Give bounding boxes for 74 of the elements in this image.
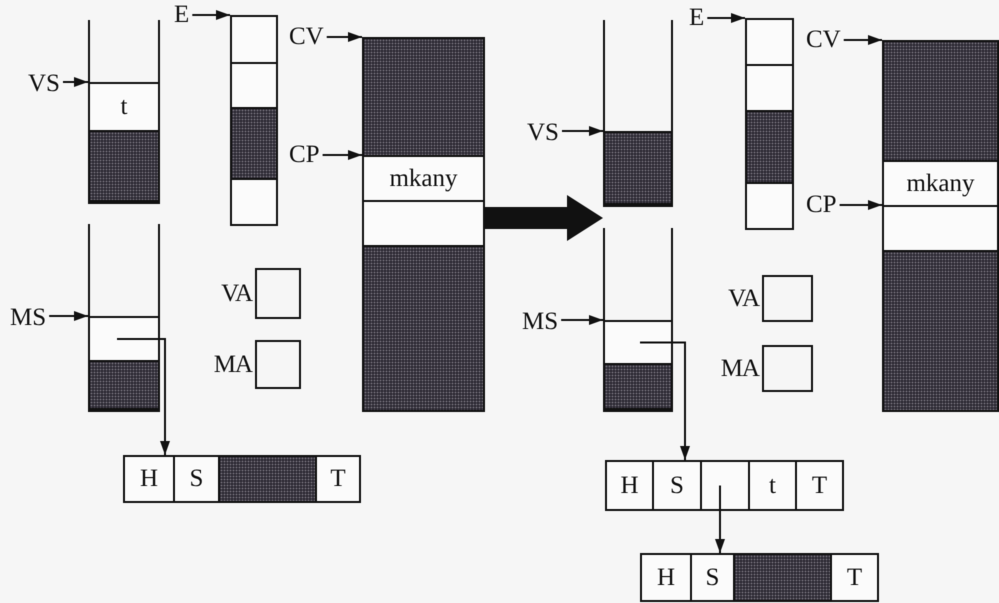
pointer-arrow: [326, 32, 362, 42]
empty-cell: [700, 460, 750, 511]
pointer-arrow: [322, 150, 362, 160]
filled-cell: [230, 107, 278, 180]
labelled-cell: mkany: [362, 155, 485, 202]
environment-stack: [745, 18, 794, 230]
pointer-arrow: [192, 10, 230, 20]
pointer-label: E: [174, 2, 190, 28]
empty-cell: [362, 200, 485, 247]
link-arrow: [117, 338, 170, 455]
code-store: [362, 37, 485, 412]
pointer-label: VS: [527, 120, 559, 146]
pointer-label: CV: [806, 27, 841, 53]
pointer-label: MS: [522, 309, 558, 335]
link-arrow: [640, 342, 690, 460]
labelled-cell: T: [315, 455, 361, 503]
register-label: MA: [214, 352, 252, 378]
filled-cell: [603, 131, 673, 205]
heap-record: [640, 553, 879, 602]
value-stack: [88, 20, 160, 204]
pointer-arrow: [844, 35, 882, 45]
environment-stack: [230, 15, 278, 226]
heap-record: [605, 460, 844, 511]
value-stack: [603, 20, 673, 207]
filled-cell: [218, 455, 317, 503]
transition-arrow: [485, 195, 603, 241]
filled-cell: [603, 363, 673, 410]
filled-cell: [88, 360, 160, 410]
labelled-cell: H: [640, 553, 692, 602]
labelled-cell: H: [123, 455, 175, 503]
pointer-label: E: [689, 5, 704, 31]
empty-cell: [230, 62, 278, 109]
filled-cell: [882, 40, 999, 162]
pointer-label: MS: [10, 305, 46, 331]
pointer-arrow: [561, 315, 603, 325]
filled-cell: [733, 553, 832, 602]
labelled-cell: H: [605, 460, 654, 511]
empty-cell: [882, 205, 999, 252]
labelled-cell: S: [652, 460, 702, 511]
pointer-arrow: [62, 77, 88, 87]
filled-cell: [745, 110, 794, 184]
filled-cell: [88, 130, 160, 202]
pointer-arrow: [707, 13, 745, 23]
labelled-cell: T: [795, 460, 844, 511]
pointer-label: CP: [806, 192, 837, 218]
labelled-cell: mkany: [882, 160, 999, 207]
labelled-cell: t: [88, 82, 160, 132]
filled-cell: [362, 245, 485, 412]
empty-cell: [230, 178, 278, 226]
labelled-cell: t: [748, 460, 797, 511]
link-arrow: [715, 486, 725, 553]
register-label: MA: [720, 356, 759, 382]
labelled-cell: T: [830, 553, 879, 602]
labelled-cell: S: [173, 455, 220, 503]
mark-stack: [88, 224, 160, 412]
filled-cell: [362, 37, 485, 157]
pointer-label: VS: [28, 71, 60, 97]
pointer-label: CV: [289, 24, 324, 50]
pointer-label: CP: [289, 142, 320, 168]
pointer-arrow: [49, 311, 88, 321]
empty-cell: [745, 182, 794, 230]
empty-cell: [745, 64, 794, 112]
register-label: VA: [221, 280, 252, 306]
empty-cell: [745, 18, 794, 66]
mark-stack: [603, 228, 673, 412]
filled-cell: [882, 250, 999, 412]
labelled-cell: S: [690, 553, 735, 602]
empty-cell: [603, 320, 673, 365]
heap-record: [123, 455, 361, 503]
empty-cell: [88, 316, 160, 362]
pointer-arrow: [562, 126, 603, 136]
code-store: [882, 40, 999, 412]
pointer-arrow: [840, 200, 882, 210]
register-label: VA: [728, 286, 759, 312]
